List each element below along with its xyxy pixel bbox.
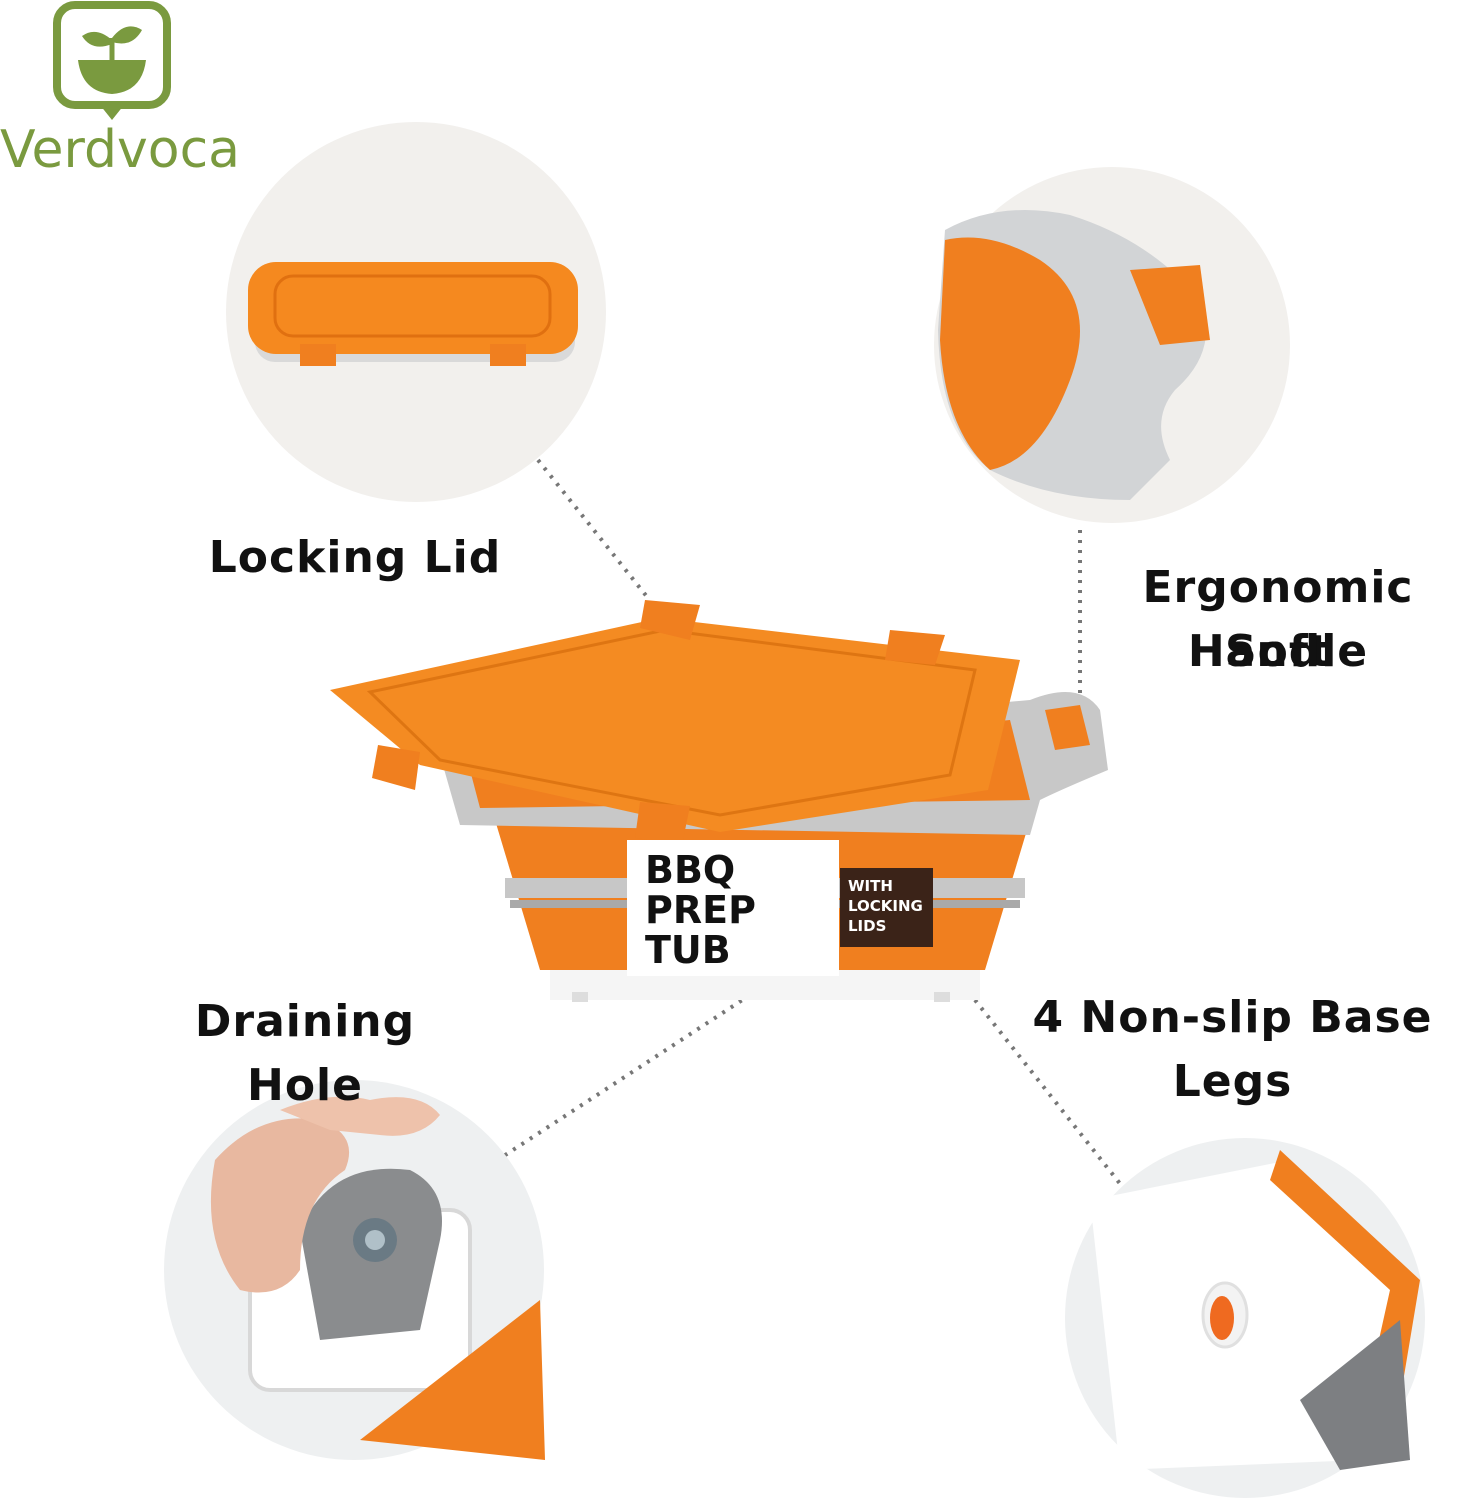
product-label-line2: PREP: [645, 888, 756, 932]
badge-line1: WITH: [848, 877, 893, 895]
leader-line-legs: [973, 998, 1127, 1192]
leader-line-lid: [536, 458, 650, 600]
badge-line3: LIDS: [848, 917, 887, 935]
product-badge-text: WITH LOCKING LIDS: [848, 876, 923, 936]
sprout-bowl-icon: [53, 1, 171, 120]
lid-detail-circle: [226, 122, 606, 502]
handle-detail-circle: [934, 167, 1290, 523]
product-label-line3: TUB: [645, 928, 731, 972]
product-label-title: BBQ PREP TUB: [645, 850, 756, 970]
label-draining-hole: Draining Hole: [194, 996, 416, 1111]
leader-line-drain: [488, 993, 752, 1167]
label-handle-line2: Handle: [1187, 626, 1369, 677]
drain-detail-circle: [164, 1080, 545, 1460]
product-badge: [840, 868, 933, 947]
label-legs-line1: 4 Non-slip Base: [1032, 992, 1433, 1043]
legs-detail-circle: [1065, 1138, 1425, 1498]
brand-name: Verdvoca: [0, 120, 241, 180]
product-label-card: [627, 840, 839, 976]
badge-line2: LOCKING: [848, 897, 923, 915]
product-label-line1: BBQ: [645, 848, 736, 892]
label-legs-line2: Legs: [1172, 1056, 1293, 1107]
label-locking-lid: Locking Lid: [208, 532, 502, 583]
label-handle-line1: Ergonomic Soft: [1142, 562, 1414, 677]
